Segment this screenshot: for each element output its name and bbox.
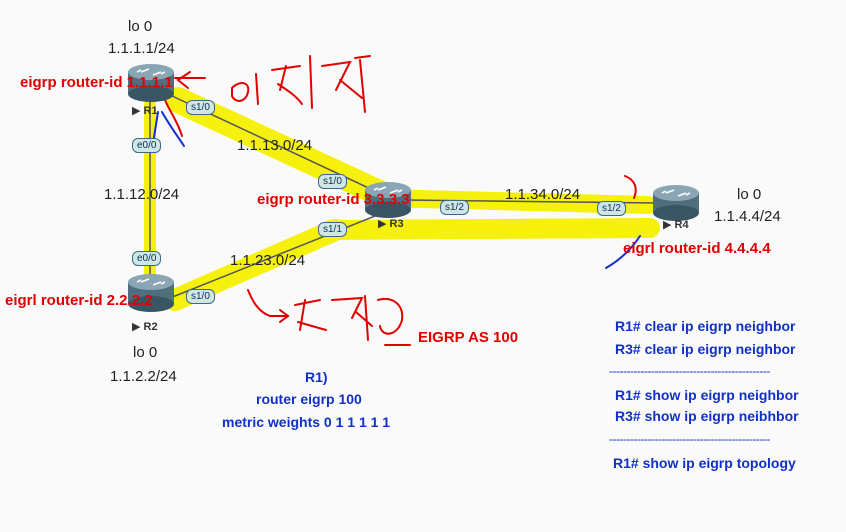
separator-2: ----------------------------------------…: [609, 432, 770, 446]
command-2: R3# clear ip eigrp neighbor: [615, 341, 796, 357]
router-r4-name: ▶ R4: [663, 219, 689, 231]
r4-lo-addr: 1.1.4.4/24: [714, 208, 781, 225]
config-title: R1): [305, 369, 328, 385]
r2-s10-label: s1/0: [186, 289, 215, 304]
r2-e00-label: e0/0: [132, 251, 162, 266]
command-3: R1# show ip eigrp neighbor: [615, 387, 799, 403]
r1-e00-label: e0/0: [132, 138, 162, 153]
eigrp-as-label: EIGRP AS 100: [418, 329, 519, 346]
command-4: R3# show ip eigrp neibhbor: [615, 408, 799, 424]
command-5: R1# show ip eigrp topology: [613, 455, 796, 471]
r4-router-id: eigrl router-id 4.4.4.4: [623, 240, 771, 257]
r3-s12-label: s1/2: [440, 200, 469, 215]
r2-name-text: R2: [143, 321, 158, 333]
r1-lo-label: lo 0: [128, 18, 153, 35]
red-handwriting: [164, 55, 637, 346]
r2-lo-label: lo 0: [133, 344, 158, 361]
link-r3-r4-label: 1.1.34.0/24: [505, 186, 581, 203]
router-r3-name: ▶ R3: [378, 218, 404, 230]
r1-s10-label: s1/0: [186, 100, 215, 115]
r4-name-text: R4: [674, 219, 689, 231]
r4-lo-label: lo 0: [737, 186, 762, 203]
router-r1[interactable]: [128, 64, 174, 102]
link-r1-r3-label: 1.1.13.0/24: [237, 137, 313, 154]
command-1: R1# clear ip eigrp neighbor: [615, 318, 796, 334]
link-r1-r2-label: 1.1.12.0/24: [104, 186, 180, 203]
config-line-2: metric weights 0 1 1 1 1 1: [222, 414, 391, 430]
r3-s10-label: s1/0: [318, 174, 347, 189]
router-r1-name: ▶ R1: [132, 105, 158, 117]
r4-s12-label: s1/2: [597, 201, 626, 216]
link-r2-r3-label: 1.1.23.0/24: [230, 252, 306, 269]
r3-name-text: R3: [389, 218, 404, 230]
separator-1: ----------------------------------------…: [609, 364, 770, 378]
router-r2-name: ▶ R2: [132, 321, 158, 333]
r3-router-id: eigrp router-id 3.3.3.3: [257, 191, 410, 208]
r1-name-text: R1: [143, 105, 158, 117]
router-r2[interactable]: [128, 274, 174, 312]
r2-lo-addr: 1.1.2.2/24: [110, 368, 177, 385]
r1-router-id: eigrp router-id 1.1.1.1: [20, 74, 173, 91]
config-line-1: router eigrp 100: [256, 391, 362, 407]
r3-s11-label: s1/1: [318, 222, 347, 237]
r2-router-id: eigrl router-id 2.2.2.2: [5, 292, 153, 309]
router-r4[interactable]: [653, 185, 699, 221]
r1-lo-addr: 1.1.1.1/24: [108, 40, 175, 57]
router-r3[interactable]: [365, 182, 411, 218]
